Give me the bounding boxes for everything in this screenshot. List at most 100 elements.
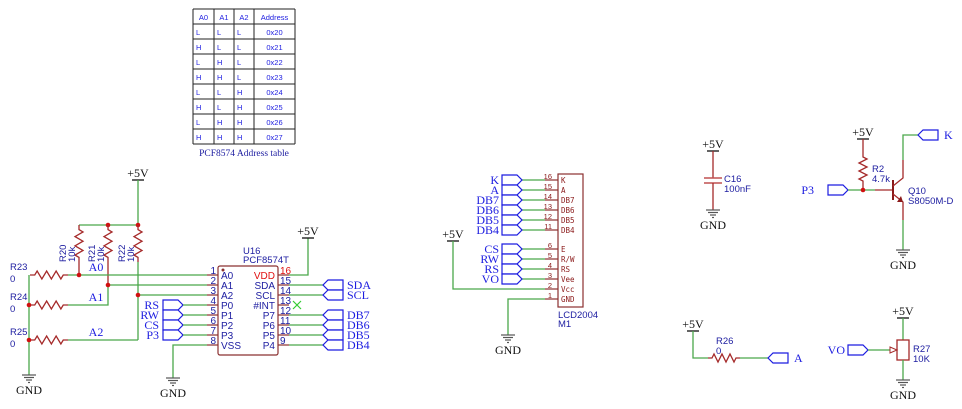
- table-cell: 0x22: [266, 58, 282, 67]
- pin-number: 8: [210, 336, 216, 347]
- vcc-label: +5V: [682, 317, 704, 331]
- resistor-value: 10k: [67, 246, 78, 262]
- wire: [289, 238, 309, 276]
- port-db4: [501, 224, 523, 236]
- pin-number: 3: [210, 286, 216, 297]
- port-sda: [322, 279, 344, 291]
- net-label: CS: [144, 318, 159, 332]
- net-label: DB6: [476, 203, 499, 217]
- table-cell: L: [217, 43, 221, 52]
- pin-name: DB7: [561, 196, 575, 205]
- vcc-label: +5V: [297, 224, 319, 238]
- port-rw: [162, 309, 184, 321]
- wire: [892, 160, 904, 187]
- table-cell: L: [196, 28, 200, 37]
- no-connect-icon: [292, 300, 302, 310]
- table-header: A1: [219, 13, 228, 22]
- table-header: Address: [261, 13, 289, 22]
- potentiometer-r27: [896, 339, 910, 361]
- pin-name: R/W: [561, 255, 575, 264]
- ground-icon: [706, 209, 720, 219]
- pin-name: A2: [221, 291, 234, 302]
- ground-icon: [896, 379, 910, 389]
- ground-icon: [501, 334, 515, 344]
- pin-name: P1: [221, 311, 234, 322]
- junction-dot: [860, 187, 866, 193]
- port-rs: [162, 299, 184, 311]
- table-cell: 0x26: [266, 118, 282, 127]
- net-label: A0: [89, 260, 104, 274]
- pin-name: P6: [263, 321, 276, 332]
- vcc-label: +5V: [892, 304, 914, 318]
- q10-value: S8050M-D: [908, 196, 954, 207]
- ground-icon: [896, 249, 910, 259]
- vcc-label: +5V: [442, 227, 464, 241]
- gnd-label: GND: [16, 383, 42, 397]
- pin-number: 13: [544, 202, 552, 211]
- table-header: A0: [199, 13, 208, 22]
- table-cell: H: [217, 118, 222, 127]
- resistor-ref: R20: [58, 245, 69, 262]
- table-cell: L: [237, 73, 241, 82]
- resistor-r25: [30, 334, 68, 346]
- table-cell: 0x25: [266, 103, 282, 112]
- pin-number: 15: [544, 182, 552, 191]
- net-label: DB4: [347, 338, 370, 352]
- table-cell: 0x24: [266, 88, 282, 97]
- net-label: K: [944, 128, 953, 142]
- net-label: SDA: [347, 278, 371, 292]
- port-cs: [162, 319, 184, 331]
- junction-dot: [135, 292, 141, 298]
- pin-name: A0: [221, 271, 234, 282]
- ground-icon: [166, 377, 180, 387]
- vcc-label: +5V: [852, 125, 874, 139]
- resistor-r23: [30, 269, 68, 281]
- table-cell: H: [196, 73, 201, 82]
- gnd-label: GND: [890, 258, 916, 272]
- pin-number: 14: [280, 286, 292, 297]
- net-label: RS: [144, 298, 159, 312]
- pin-number: 10: [280, 326, 292, 337]
- pin-number: 16: [280, 266, 292, 277]
- pin-name: P0: [221, 301, 234, 312]
- r2-value: 4.7k: [872, 174, 890, 185]
- r26-ref: R26: [716, 336, 733, 347]
- pin-number: 2: [548, 281, 552, 290]
- pin-number: 4: [548, 261, 552, 270]
- pin-number: 5: [548, 251, 552, 260]
- port-db4: [322, 339, 344, 351]
- lcd-value: LCD2004: [558, 310, 598, 321]
- net-label: RS: [484, 262, 499, 276]
- port-db6: [501, 204, 523, 216]
- wiper-arrow-icon: [889, 346, 899, 354]
- table-cell: H: [237, 133, 242, 142]
- pin-name: SDA: [254, 281, 275, 292]
- pin-name: P3: [221, 331, 234, 342]
- junction-dot: [76, 272, 82, 278]
- r27-value: 10K: [913, 354, 931, 365]
- port-rw: [501, 253, 523, 265]
- c16-value: 100nF: [724, 184, 751, 195]
- port-p3: [162, 329, 184, 341]
- ground-icon: [22, 374, 36, 384]
- q10-ref: Q10: [908, 186, 926, 197]
- pin-name: SCL: [256, 291, 276, 302]
- resistor-r22: [132, 225, 144, 262]
- port-vo: [501, 273, 523, 285]
- pin-number: 14: [544, 192, 552, 201]
- address-table: [192, 8, 296, 145]
- port-a: [501, 184, 523, 196]
- pin-number: 11: [544, 222, 552, 231]
- gnd-label: GND: [160, 386, 186, 400]
- table-cell: L: [237, 58, 241, 67]
- pin-name: DB6: [561, 206, 575, 215]
- pin-number: 6: [548, 241, 552, 250]
- pin-number: 12: [280, 306, 292, 317]
- pin-name: P5: [263, 331, 276, 342]
- pin-number: 1: [210, 266, 216, 277]
- net-label: A: [490, 183, 499, 197]
- table-cell: H: [196, 133, 201, 142]
- pin-name: Vcc: [561, 285, 575, 294]
- pin-name: DB4: [561, 226, 575, 235]
- port-a: [767, 352, 789, 364]
